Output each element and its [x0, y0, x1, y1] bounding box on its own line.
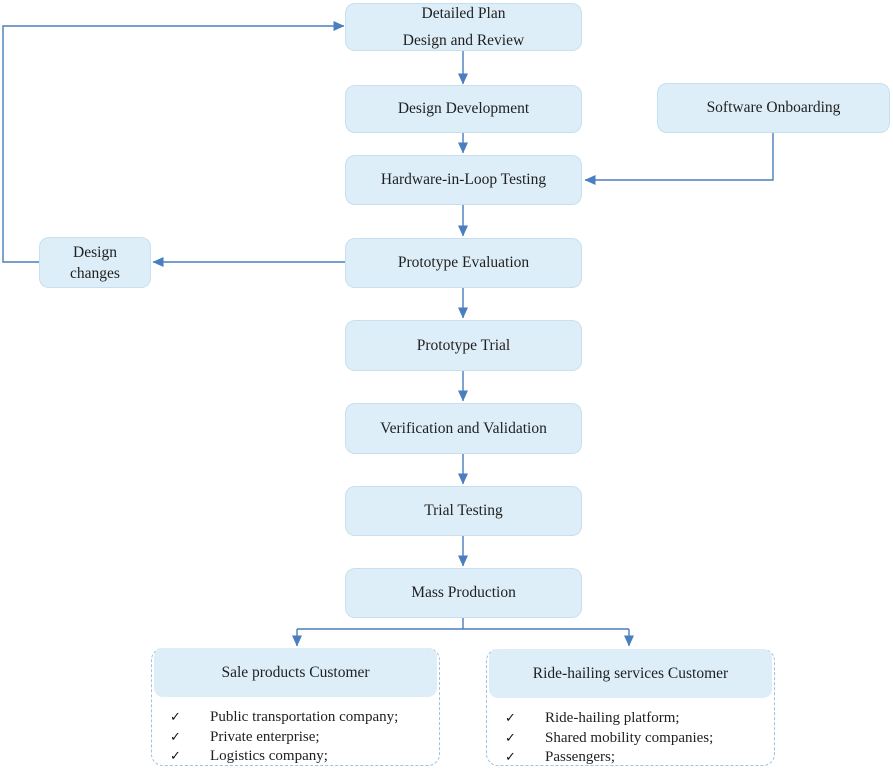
list-item-text: Passengers;: [545, 749, 615, 765]
check-icon: ✓: [505, 750, 516, 765]
node-hardware-in-loop-testing: Hardware-in-Loop Testing: [345, 155, 582, 205]
list-item-text: Shared mobility companies;: [545, 729, 714, 746]
list-item-text: Ride-hailing platform;: [545, 710, 680, 726]
node-mass-production: Mass Production: [345, 568, 582, 618]
customer-sale-products-list: ✓ Public transportation company; ✓ Priva…: [152, 701, 439, 767]
node-detailed-plan-line2: Design and Review: [402, 31, 525, 49]
node-prototype-trial: Prototype Trial: [345, 320, 582, 371]
customer-sale-products-title: Sale products Customer: [221, 663, 370, 681]
check-icon: ✓: [170, 729, 181, 745]
node-trial-testing: Trial Testing: [345, 486, 582, 536]
node-verification-and-validation: Verification and Validation: [345, 403, 582, 454]
list-item-text: Private enterprise;: [210, 728, 320, 745]
node-mass-production-label: Mass Production: [411, 584, 516, 601]
node-prototype-evaluation: Prototype Evaluation: [345, 238, 582, 288]
node-detailed-plan-line1: Detailed Plan: [421, 4, 506, 22]
line-massproduction-branch: [297, 618, 629, 630]
list-item: ✓ Shared mobility companies;: [505, 729, 770, 749]
list-item: ✓ Passengers;: [505, 748, 770, 768]
check-icon: ✓: [170, 710, 181, 725]
node-detailed-plan: Detailed Plan Design and Review: [345, 3, 582, 51]
customer-ride-hailing-list: ✓ Ride-hailing platform; ✓ Shared mobili…: [487, 702, 774, 768]
customer-sale-products: Sale products Customer ✓ Public transpor…: [151, 648, 440, 766]
list-item-text: Public transportation company;: [210, 709, 399, 725]
arrow-software-to-hardware: [584, 133, 774, 185]
node-hardware-in-loop-testing-label: Hardware-in-Loop Testing: [380, 171, 547, 188]
list-item: ✓ Logistics company;: [170, 747, 435, 767]
check-icon: ✓: [170, 749, 181, 764]
node-design-changes-line1: Design: [73, 243, 117, 261]
node-software-onboarding-label: Software Onboarding: [706, 99, 841, 116]
node-trial-testing-label: Trial Testing: [424, 502, 503, 519]
node-design-development-label: Design Development: [397, 100, 530, 117]
customer-ride-hailing: Ride-hailing services Customer ✓ Ride-ha…: [486, 649, 775, 766]
node-prototype-trial-label: Prototype Trial: [416, 336, 511, 354]
check-icon: ✓: [505, 711, 516, 726]
node-prototype-evaluation-label: Prototype Evaluation: [397, 254, 530, 271]
node-verification-and-validation-label: Verification and Validation: [380, 419, 547, 437]
list-item: ✓ Private enterprise;: [170, 728, 435, 748]
node-design-changes: Design changes: [39, 237, 151, 288]
check-icon: ✓: [505, 730, 516, 746]
list-item: ✓ Public transportation company;: [170, 708, 435, 728]
list-item: ✓ Ride-hailing platform;: [505, 709, 770, 729]
list-item-text: Logistics company;: [210, 748, 328, 764]
arrow-designchanges-to-detailedplan: [2, 21, 345, 263]
customer-sale-products-header: Sale products Customer: [154, 648, 437, 697]
node-design-changes-line2: changes: [70, 264, 120, 282]
customer-ride-hailing-title: Ride-hailing services Customer: [532, 664, 729, 682]
node-software-onboarding: Software Onboarding: [657, 83, 890, 133]
node-design-development: Design Development: [345, 85, 582, 133]
customer-ride-hailing-header: Ride-hailing services Customer: [489, 649, 772, 698]
